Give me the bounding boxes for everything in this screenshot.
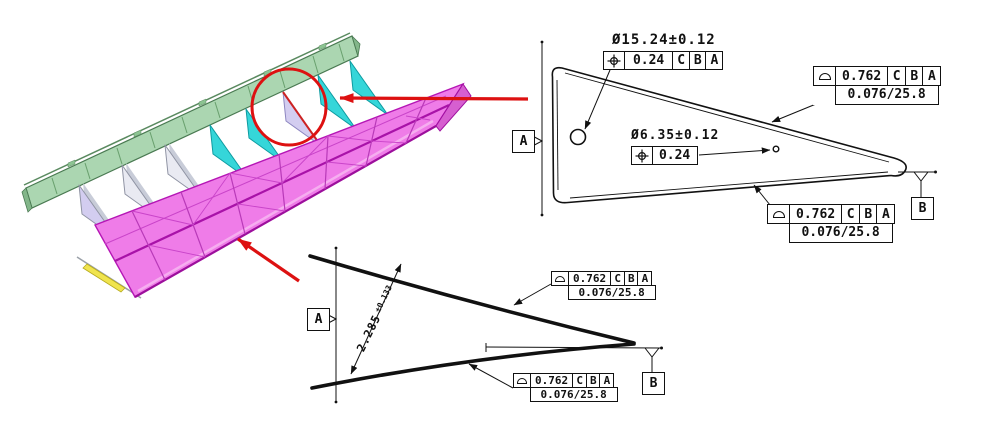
datum-target-b-icon (913, 171, 929, 197)
position-symbol-icon (603, 51, 625, 70)
profile-fcf-bottom-edge: 0.762 C B A 0.076/25.8 (767, 204, 896, 243)
upper-skin (308, 254, 636, 345)
profile-fcf-upper-skin: 0.762 C B A 0.076/25.8 (551, 271, 656, 300)
thickness-dimension-line (350, 263, 402, 375)
datum-b-box-upper: B (911, 197, 934, 220)
position-fcf-large-hole: 0.24 C B A (603, 51, 724, 70)
profile-of-surface-symbol-icon (813, 66, 836, 86)
bracket-cyan-8 (349, 60, 389, 116)
datum-b-box-lower: B (642, 372, 665, 395)
red-arrow-to-bracket (339, 93, 529, 104)
small-hole-dimension: Ø6.35±0.12 (631, 128, 720, 143)
gusset-outline (551, 66, 907, 204)
profile-fcf-lower-skin: 0.762 C B A 0.076/25.8 (513, 373, 618, 402)
profile-fcf-top-edge: 0.762 C B A 0.076/25.8 (813, 66, 942, 105)
spar-beam-green (21, 32, 361, 213)
cad-3d-assembly (21, 32, 529, 299)
position-fcf-small-hole: 0.24 (631, 146, 698, 165)
datum-a-box-upper: A (512, 130, 535, 153)
bracket-cyan-4 (209, 124, 249, 180)
panel-magenta (93, 82, 472, 298)
yellow-strip (82, 263, 126, 293)
bracket-red-edge (282, 91, 322, 147)
red-highlight-circle (250, 67, 328, 147)
datum-target-b-icon (644, 347, 660, 372)
profile-of-surface-symbol-icon (767, 204, 790, 224)
large-hole (569, 128, 587, 146)
profile-of-surface-symbol-icon (513, 373, 531, 388)
large-hole-dimension: Ø15.24±0.12 (612, 32, 716, 48)
bracket-white-3 (164, 144, 204, 200)
position-symbol-icon (631, 146, 653, 165)
red-arrow-to-panel (237, 237, 300, 283)
profile-of-surface-symbol-icon (551, 271, 569, 286)
small-hole (772, 145, 780, 153)
lower-section-view (308, 246, 663, 404)
datum-a-box-lower: A (307, 308, 330, 331)
bracket-cyan-7 (317, 74, 357, 130)
upper-profile-view (533, 40, 937, 217)
